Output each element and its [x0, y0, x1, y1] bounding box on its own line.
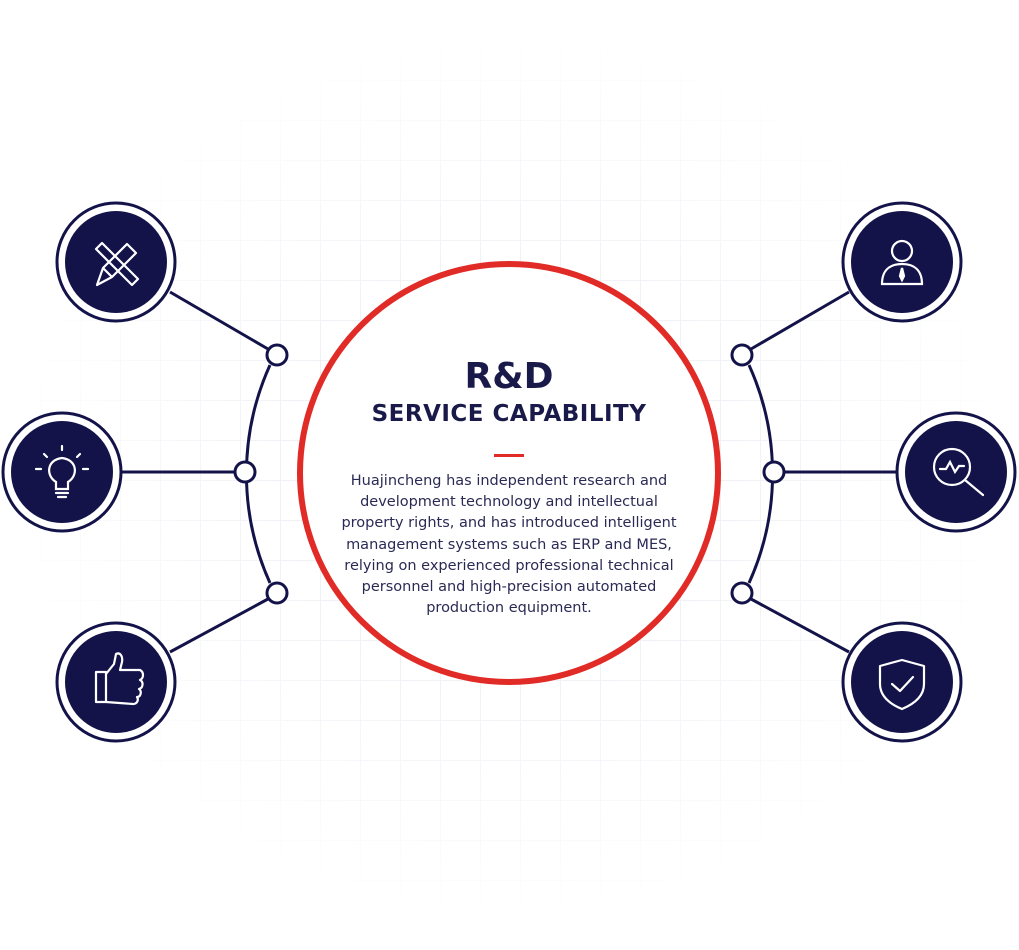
title-divider: [494, 454, 524, 457]
center-subtitle: SERVICE CAPABILITY: [371, 401, 647, 427]
icon-disc-right-2: [895, 411, 1017, 533]
connector-left-1: [169, 290, 269, 351]
icon-disc-right-3: [841, 621, 963, 743]
icon-disc-left-1: [55, 201, 177, 323]
node-right-3: [730, 581, 754, 605]
connector-right-3: [750, 597, 850, 654]
center-ring: [297, 261, 721, 685]
shield-check-icon: [878, 658, 926, 711]
node-left-1: [265, 343, 289, 367]
connector-left-3: [169, 597, 269, 654]
thumbs-up-icon: [94, 652, 145, 706]
node-left-3: [265, 581, 289, 605]
icon-disc-left-2: [1, 411, 123, 533]
connector-right-1: [750, 290, 850, 351]
node-right-2: [762, 460, 786, 484]
pencil-ruler-icon: [94, 241, 140, 287]
user-person-icon: [880, 239, 924, 286]
center-circle: R&D SERVICE CAPABILITY Huajincheng has i…: [297, 261, 721, 685]
icon-disc-left-3: [55, 621, 177, 743]
search-analysis-icon: [932, 447, 985, 497]
center-description: Huajincheng has independent research and…: [341, 473, 677, 617]
node-left-2: [233, 460, 257, 484]
icon-disc-right-1: [841, 201, 963, 323]
node-right-1: [730, 343, 754, 367]
center-title: R&D: [464, 356, 554, 397]
lightbulb-icon: [34, 444, 90, 499]
